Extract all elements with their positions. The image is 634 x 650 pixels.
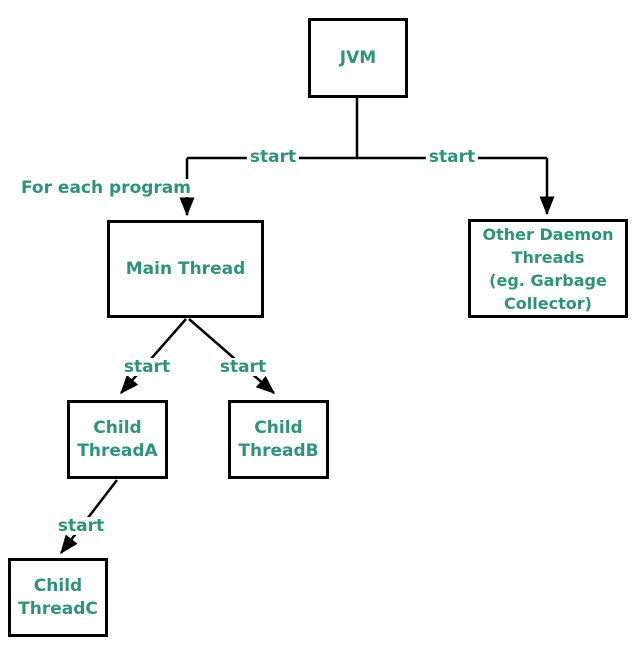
edge-child-a-to-child-thread-c [60,479,118,554]
edge-label-start-jvm-to-daemon: start [425,148,479,166]
edge-label-start-child-a-to-child-c: start [54,517,108,535]
node-jvm-label: JVM [339,47,377,68]
edge-label-start-main-to-child-b: start [216,358,270,376]
edge-main-to-child-thread-a [120,318,187,394]
edge-main-to-child-thread-b [188,318,275,394]
node-child-b-label-line: Child [254,417,303,438]
node-child-c-label-line: ThreadC [18,598,98,619]
node-daemon-label-line: (eg. Garbage [489,270,607,290]
node-daemon-label-line: Collector) [504,293,592,313]
edge-label-for-each-program: For each program [21,178,191,198]
node-child-c-label-line: Child [33,575,83,596]
node-daemon-label-line: Other Daemon [482,224,614,244]
edge-jvm-trunk [187,98,547,160]
node-daemon-label-line: Threads [511,247,585,267]
node-jvm: JVM [308,18,408,98]
node-other-daemon-threads: Other Daemon Threads (eg. Garbage Collec… [468,219,628,318]
node-child-thread-b: Child ThreadB [228,400,329,479]
edge-label-start-jvm-to-main: start [246,148,300,166]
node-child-b-label-line: ThreadB [238,440,319,461]
edge-label-start-main-to-child-a: start [120,358,174,376]
node-main-thread: Main Thread [107,220,264,318]
node-child-a-label-line: ThreadA [77,440,158,461]
node-main-thread-label: Main Thread [125,258,246,279]
node-child-a-label-line: Child [93,417,142,438]
node-child-thread-c: Child ThreadC [8,558,108,637]
node-child-thread-a: Child ThreadA [67,400,168,479]
